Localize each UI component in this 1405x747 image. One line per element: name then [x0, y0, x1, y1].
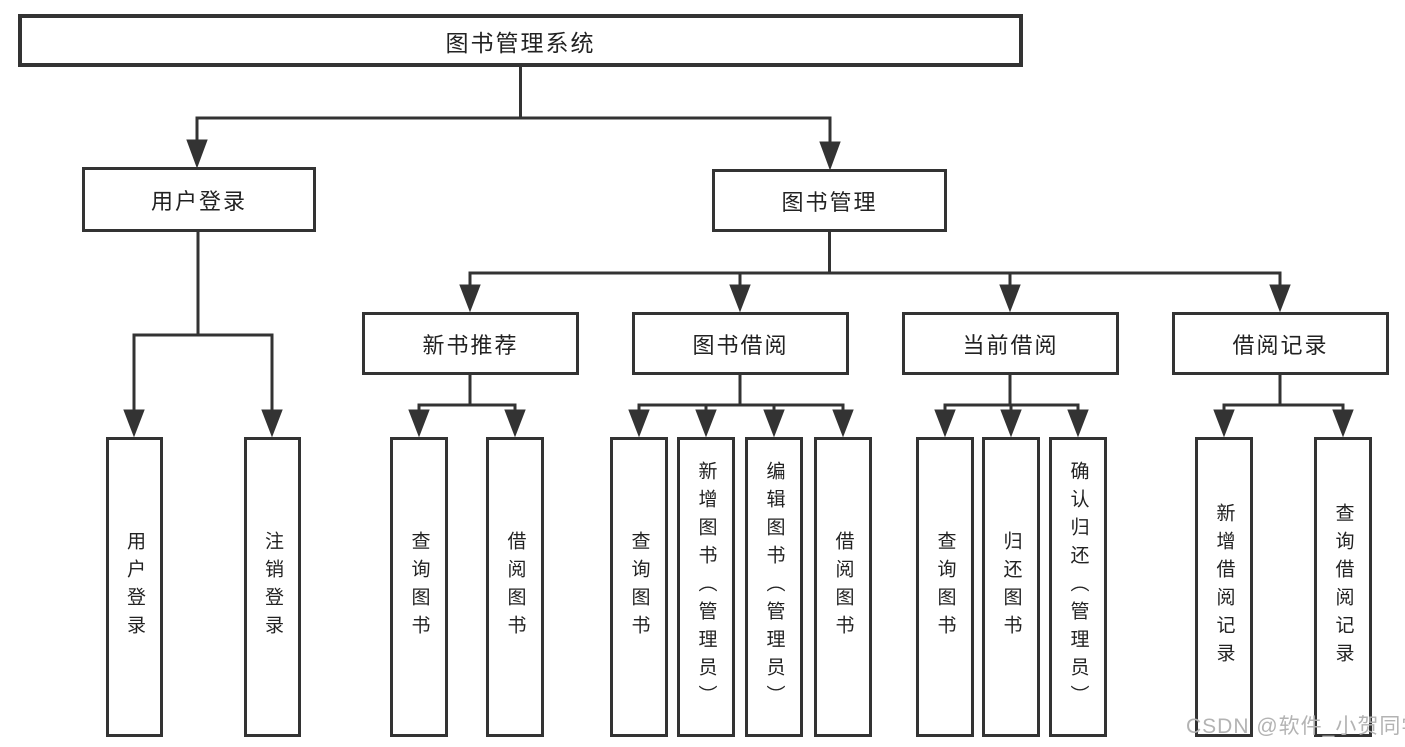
node-label: 借阅图书 [504, 531, 526, 643]
connector-new-book-recommendation-to-leaves [408, 373, 526, 438]
arrow-down-icon [1269, 284, 1291, 313]
node-label: 图书借阅 [692, 332, 789, 358]
leaf-search-books-borrowing: 查询图书 [610, 437, 668, 737]
leaf-user-login: 用户登录 [106, 437, 163, 737]
node-user-login: 用户登录 [82, 167, 316, 232]
arrow-down-icon [628, 409, 650, 438]
node-label: 图书管理系统 [445, 29, 596, 56]
leaf-search-borrow-record: 查询借阅记录 [1314, 437, 1372, 737]
leaf-edit-books-admin: 编辑图书（管理员） [745, 437, 803, 737]
node-label: 注销登录 [262, 531, 283, 643]
node-label: 借阅记录 [1232, 332, 1329, 358]
csdn-watermark: CSDN @软件_小贺同学 [1186, 715, 1405, 738]
node-label: 用户登录 [124, 531, 145, 643]
arrow-down-icon [504, 409, 526, 438]
arrow-down-icon [1067, 409, 1089, 438]
node-label: 图书管理 [781, 189, 878, 215]
arrow-down-icon [832, 409, 854, 438]
node-label: 查询图书 [934, 531, 956, 643]
node-borrowing-records: 借阅记录 [1172, 312, 1389, 375]
node-label: 新增借阅记录 [1213, 503, 1235, 671]
connector-root-to-children [186, 66, 841, 171]
connector-user-login-to-leaves [123, 231, 283, 438]
node-label: 编辑图书（管理员） [763, 461, 785, 713]
node-label: 查询图书 [628, 531, 650, 643]
arrow-down-icon [763, 409, 785, 438]
node-label: 用户登录 [150, 188, 247, 214]
connector-book-borrowing-to-leaves [628, 373, 854, 438]
arrow-down-icon [459, 284, 481, 313]
node-label: 归还图书 [1000, 531, 1022, 643]
node-book-borrowing: 图书借阅 [632, 312, 849, 375]
connector-borrowing-records-to-leaves [1213, 373, 1354, 438]
connector-book-management-to-sections [459, 230, 1291, 313]
leaf-borrow-books: 借阅图书 [814, 437, 872, 737]
arrow-down-icon [729, 284, 751, 313]
arrow-down-icon [186, 139, 208, 169]
arrow-down-icon [999, 284, 1021, 313]
arrow-down-icon [1000, 409, 1022, 438]
arrow-down-icon [123, 409, 145, 438]
arrow-down-icon [1332, 409, 1354, 438]
arrow-down-icon [819, 141, 841, 171]
leaf-add-borrow-record: 新增借阅记录 [1195, 437, 1253, 737]
arrow-down-icon [695, 409, 717, 438]
node-label: 新书推荐 [422, 332, 519, 358]
node-label: 当前借阅 [962, 332, 1059, 358]
node-label: 借阅图书 [832, 531, 854, 643]
node-label: 确认归还（管理员） [1067, 461, 1089, 713]
leaf-logout: 注销登录 [244, 437, 301, 737]
arrow-down-icon [408, 409, 430, 438]
node-library-management-system: 图书管理系统 [18, 14, 1023, 67]
node-new-book-recommendation: 新书推荐 [362, 312, 579, 375]
node-label: 查询图书 [408, 531, 430, 643]
node-current-borrowing: 当前借阅 [902, 312, 1119, 375]
leaf-search-books-current: 查询图书 [916, 437, 974, 737]
arrow-down-icon [934, 409, 956, 438]
leaf-borrow-books-recommend: 借阅图书 [486, 437, 544, 737]
node-label: 查询借阅记录 [1332, 503, 1354, 671]
leaf-return-books: 归还图书 [982, 437, 1040, 737]
arrow-down-icon [261, 409, 283, 438]
connector-current-borrowing-to-leaves [934, 373, 1089, 438]
node-label: 新增图书（管理员） [695, 461, 717, 713]
node-book-management: 图书管理 [712, 169, 947, 232]
leaf-search-books-recommend: 查询图书 [390, 437, 448, 737]
arrow-down-icon [1213, 409, 1235, 438]
leaf-confirm-return-admin: 确认归还（管理员） [1049, 437, 1107, 737]
leaf-add-books-admin: 新增图书（管理员） [677, 437, 735, 737]
